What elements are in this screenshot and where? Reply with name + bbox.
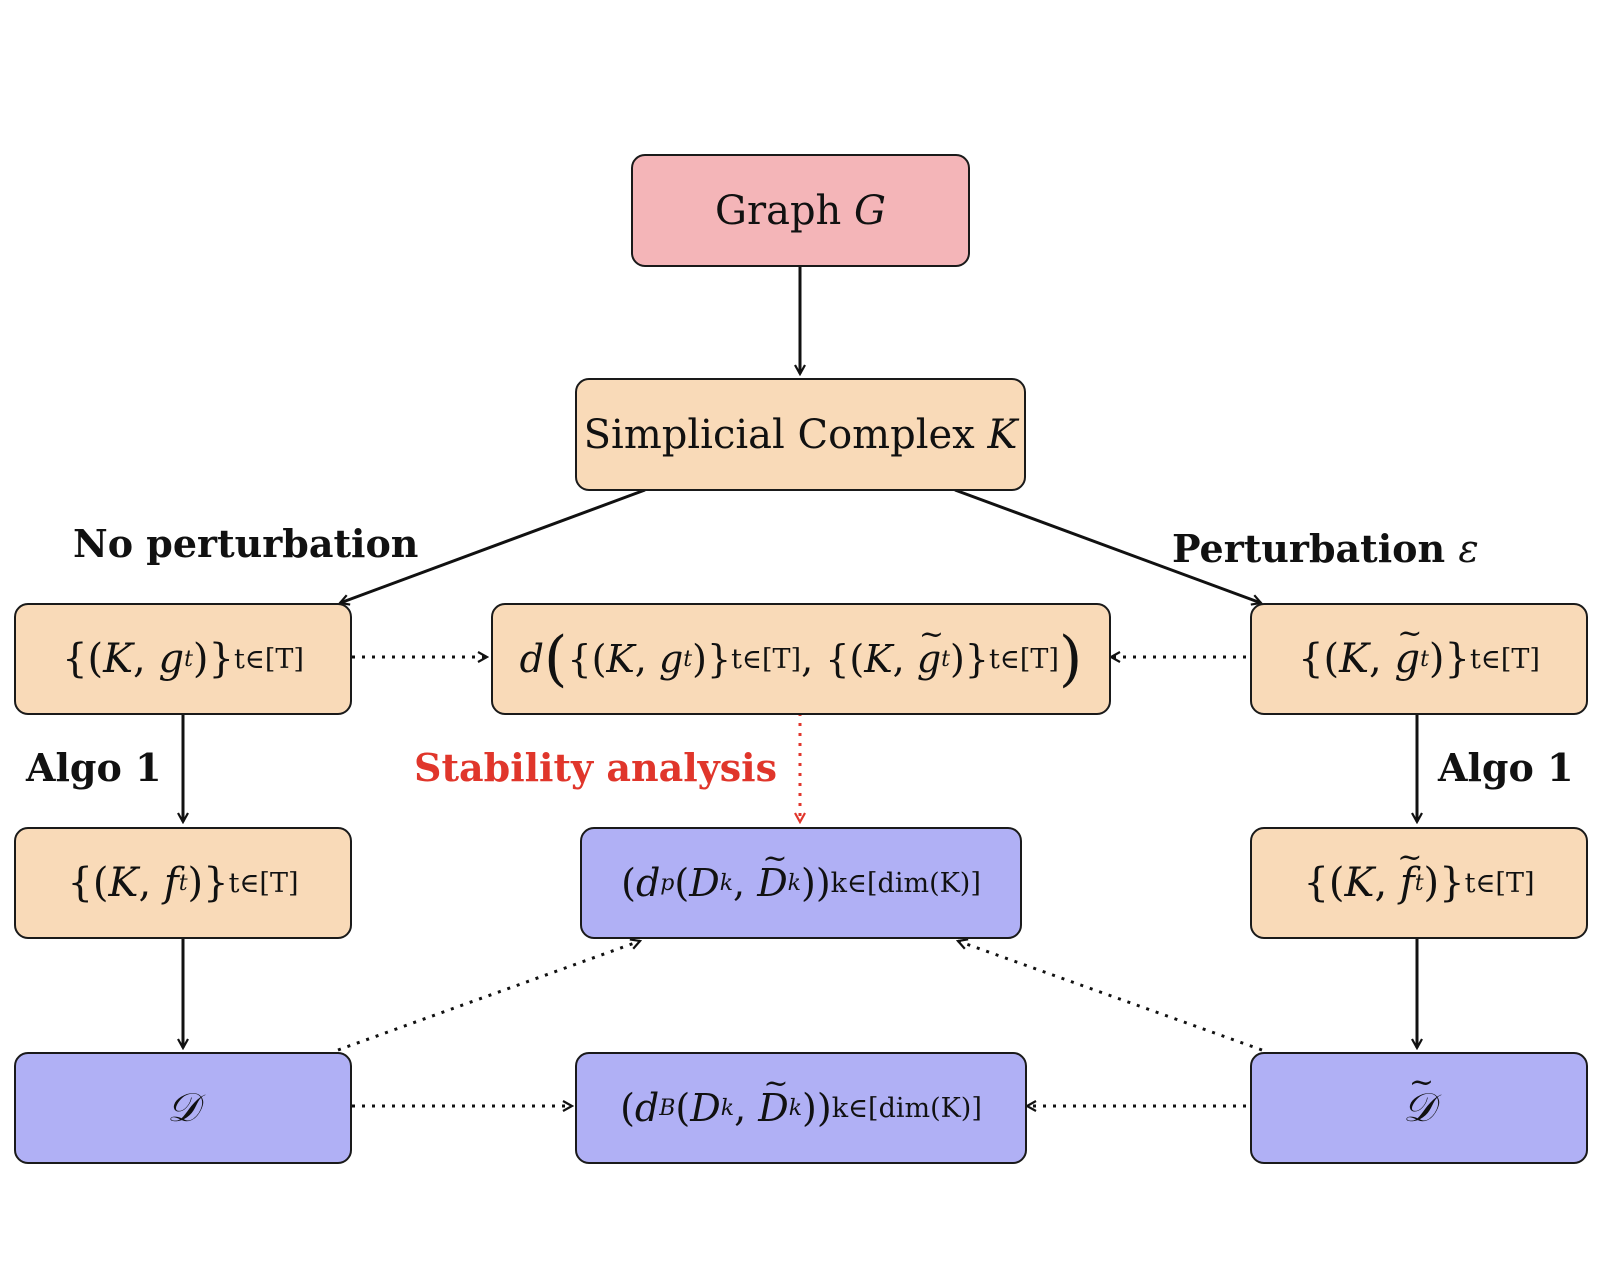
dp-k2: k — [787, 870, 802, 896]
dist-range1: t∈[T] — [731, 643, 802, 675]
ff-f: f — [163, 860, 179, 906]
dist-g2: g — [917, 637, 941, 681]
fg-range: t∈[T] — [233, 643, 304, 675]
node-dp-distance: (dp(Dk, Dk))k∈[dim(K)] — [580, 827, 1022, 939]
edge-dotted-diagram-tilde-to-dp — [958, 941, 1263, 1052]
ff-t: t — [178, 870, 188, 896]
dB-k1: k — [720, 1095, 735, 1121]
dB-D1: D — [690, 1086, 721, 1130]
diagram-tilde-symbol: 𝒟 — [1403, 1085, 1435, 1131]
label-perturbation: Perturbation ε — [1172, 526, 1479, 571]
dB-k2: k — [788, 1095, 803, 1121]
complex-var: K — [987, 411, 1018, 458]
dist-t2: t — [941, 646, 950, 672]
dist-K2: K — [864, 637, 893, 681]
node-distance-g: d ({(K, gt)}t∈[T], {(K, gt)}t∈[T]) — [491, 603, 1111, 715]
dp-range: k∈[dim(K)] — [830, 867, 981, 899]
dB-range: k∈[dim(K)] — [831, 1092, 982, 1124]
node-filtration-g-tilde: {(K, gt)}t∈[T] — [1250, 603, 1588, 715]
dist-g1: g — [658, 637, 684, 681]
edge-dotted-diagram-to-dp — [337, 941, 640, 1052]
node-graph: Graph G — [631, 154, 970, 267]
fft-t: t — [1414, 870, 1424, 896]
dp-p: p — [660, 870, 675, 896]
node-simplicial-complex: Simplicial Complex K — [575, 378, 1026, 491]
fg-K: K — [103, 636, 134, 682]
label-stability-analysis: Stability analysis — [414, 745, 777, 790]
node-filtration-f-tilde: {(K, ft)}t∈[T] — [1250, 827, 1588, 939]
edge-complex-to-filtration-g — [340, 488, 646, 603]
diagram-symbol: 𝒟 — [167, 1085, 199, 1131]
dB-B: B — [659, 1095, 676, 1121]
complex-text: Simplicial Complex — [583, 411, 975, 458]
ff-range: t∈[T] — [228, 867, 299, 899]
label-algo-right: Algo 1 — [1438, 745, 1574, 790]
dB-d: d — [634, 1086, 660, 1130]
dist-d: d — [519, 637, 544, 681]
graph-text: Graph — [715, 187, 842, 234]
node-diagram: 𝒟 — [14, 1052, 352, 1164]
fg-g: g — [158, 636, 185, 682]
label-algo-left: Algo 1 — [26, 745, 162, 790]
dp-D1: D — [689, 861, 720, 905]
fgt-g: g — [1394, 636, 1420, 682]
fft-K: K — [1344, 860, 1375, 906]
fg-t: t — [184, 646, 193, 672]
ff-K: K — [108, 860, 139, 906]
fgt-t: t — [1420, 646, 1429, 672]
dist-K1: K — [606, 637, 635, 681]
dB-D2: D — [758, 1086, 788, 1130]
dp-k1: k — [719, 870, 734, 896]
label-epsilon: ε — [1458, 527, 1479, 571]
fgt-K: K — [1339, 636, 1370, 682]
node-diagram-tilde: 𝒟 — [1250, 1052, 1588, 1164]
fft-range: t∈[T] — [1464, 867, 1535, 899]
dist-t1: t — [683, 646, 693, 672]
label-perturbation-text: Perturbation — [1172, 526, 1446, 571]
dp-D2: D — [757, 861, 787, 905]
dist-range2: t∈[T] — [989, 643, 1059, 675]
label-no-perturbation: No perturbation — [73, 521, 419, 566]
graph-var: G — [854, 187, 886, 234]
fgt-range: t∈[T] — [1469, 643, 1540, 675]
dp-d: d — [635, 861, 661, 905]
node-dB-distance: (dB(Dk, Dk))k∈[dim(K)] — [575, 1052, 1027, 1164]
edge-complex-to-filtration-g-tilde — [954, 488, 1261, 603]
fft-f: f — [1400, 860, 1415, 906]
